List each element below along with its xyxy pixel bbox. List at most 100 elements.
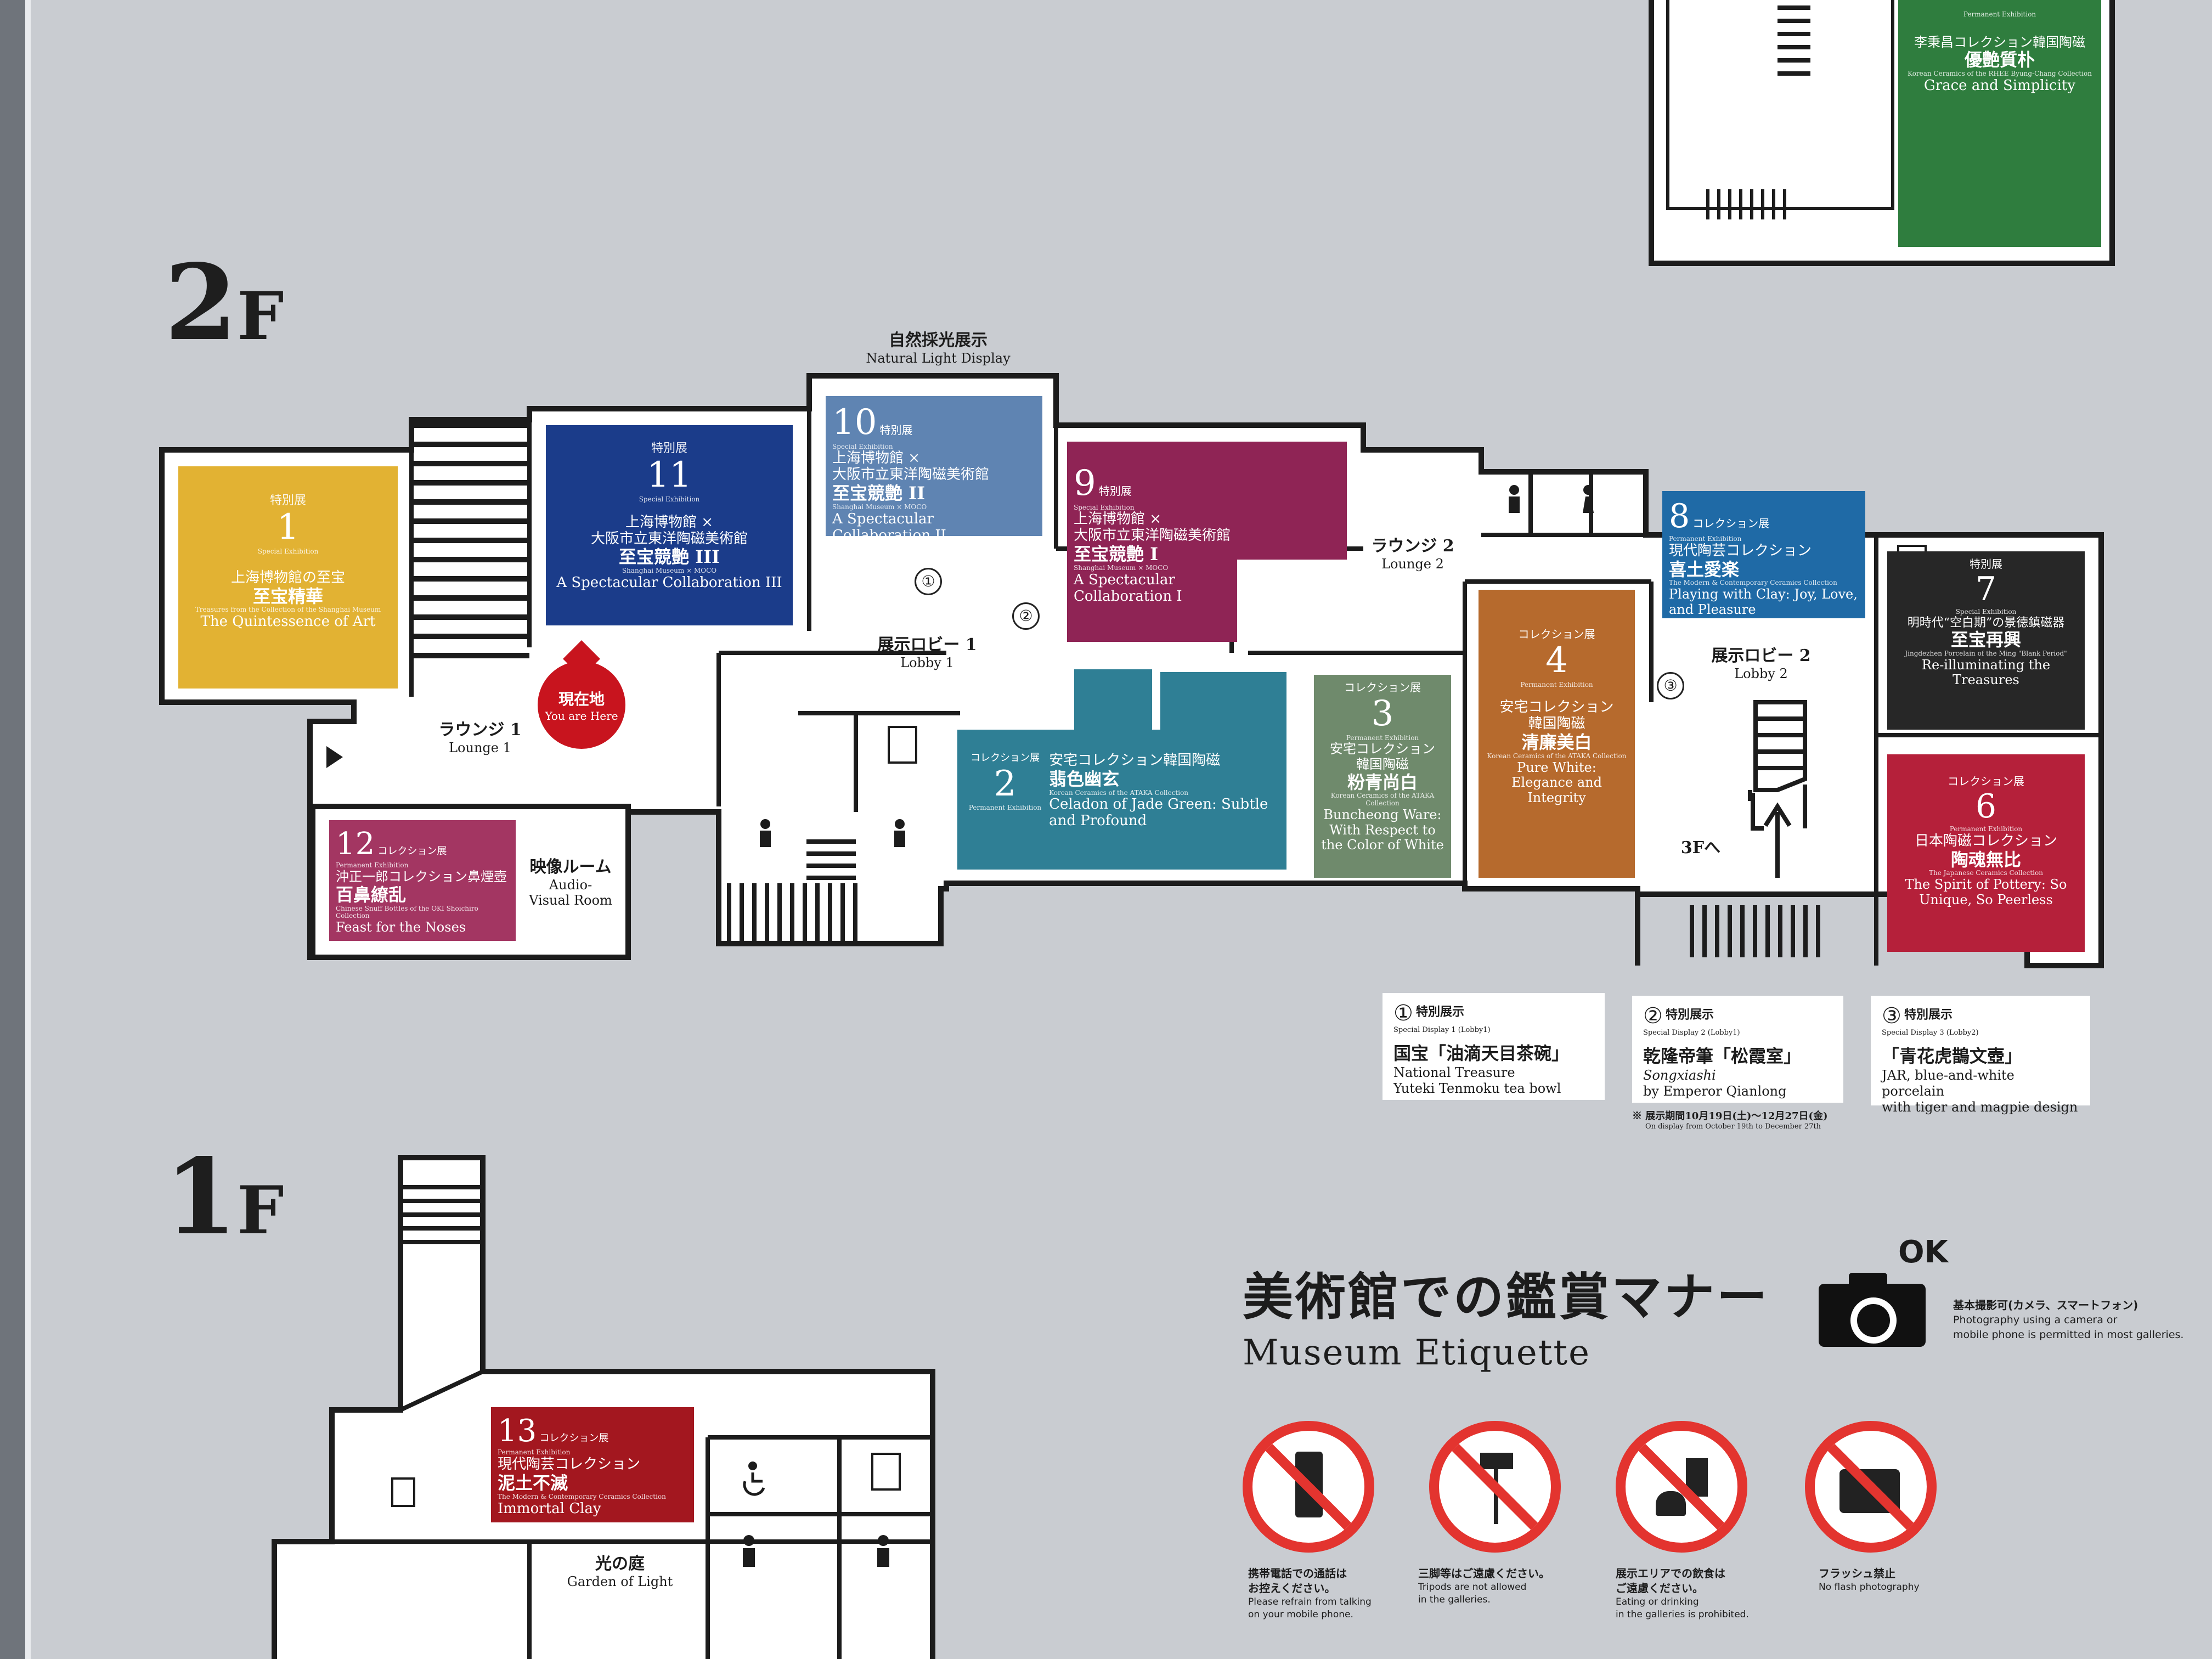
- room-9-tag: 特別展: [1098, 484, 1132, 498]
- room-4-number: 4: [1545, 640, 1568, 681]
- room-10-number: 10: [832, 402, 877, 443]
- room-8[interactable]: 8 コレクション展 Permanent Exhibition 現代陶芸コレクショ…: [1662, 491, 1865, 618]
- room-13-title: 泥土不滅: [498, 1472, 568, 1494]
- room-9-number: 9: [1074, 463, 1096, 504]
- room-11-title: 至宝競艶 III: [618, 546, 720, 568]
- room-12[interactable]: 12 コレクション展 Permanent Exhibition 沖正一郎コレクシ…: [329, 820, 516, 941]
- room-4-jp1: 安宅コレクション: [1499, 699, 1614, 716]
- room-2[interactable]: コレクション展 2 Permanent Exhibition 安宅コレクション韓…: [957, 730, 1286, 870]
- room-11[interactable]: 特別展 11 Special Exhibition 上海博物館 × 大阪市立東洋…: [546, 425, 793, 625]
- room-10-sub: Special Exhibition: [832, 442, 893, 450]
- no-tripod-icon: [1429, 1421, 1561, 1553]
- lounge-2-en: Lounge 2: [1381, 556, 1444, 572]
- card-3-en1: JAR, blue-and-white porcelain: [1882, 1068, 2015, 1099]
- stairs-3f: [1706, 5, 1810, 219]
- room-11-jp2: 大阪市立東洋陶磁美術館: [590, 530, 748, 547]
- room-8-sub: Permanent Exhibition: [1669, 535, 1742, 543]
- floor-label-1f: 1F: [165, 1136, 284, 1258]
- room-10-jp2: 大阪市立東洋陶磁美術館: [832, 466, 990, 483]
- room-10-title: 至宝競艶 II: [832, 483, 926, 504]
- room-3[interactable]: コレクション展 3 Permanent Exhibition 安宅コレクション …: [1314, 675, 1451, 878]
- room-2-upper-left[interactable]: [1074, 669, 1152, 732]
- room-2-jp: 安宅コレクション韓国陶磁: [1049, 752, 1221, 769]
- photo-permitted-text: 基本撮影可(カメラ、スマートフォン) Photography using a c…: [1953, 1297, 2194, 1342]
- room-3f-en: Grace and Simplicity: [1923, 77, 2076, 94]
- display-period-jp: ※ 展示期間10月19日(土)〜12月27日(金): [1632, 1110, 1828, 1122]
- rule-flash-jp1: フラッシュ禁止: [1819, 1567, 1895, 1580]
- card-3-title: 特別展示: [1904, 1007, 1953, 1022]
- special-display-card-1: ① 特別展示 Special Display 1 (Lobby1) 国宝「油滴天…: [1383, 993, 1605, 1100]
- special-display-1-marker[interactable]: ①: [915, 568, 942, 595]
- room-1-tag: 特別展: [269, 494, 306, 507]
- room-13-en: Immortal Clay: [498, 1500, 601, 1517]
- room-4-en: Pure White: Elegance and Integrity: [1511, 759, 1602, 805]
- card-1-en2: Yuteki Tenmoku tea bowl: [1393, 1080, 1561, 1096]
- room-7-title: 至宝再興: [1950, 629, 2021, 651]
- room-2-upper-right[interactable]: [1160, 672, 1286, 732]
- room-8-en-sub: The Modern & Contemporary Ceramics Colle…: [1669, 579, 1837, 587]
- card-1-en1: National Treasure: [1393, 1065, 1515, 1080]
- no-eating-drinking-icon: [1616, 1421, 1747, 1553]
- room-3-number: 3: [1371, 693, 1394, 734]
- wall-edge-highlight: [25, 0, 31, 1659]
- stairs-to-3f: [1748, 700, 1807, 878]
- room-13[interactable]: 13 コレクション展 Permanent Exhibition 現代陶芸コレクシ…: [491, 1407, 694, 1522]
- room-11-number: 11: [647, 455, 692, 496]
- room-4-en-sub: Korean Ceramics of the ATAKA Collection: [1487, 752, 1627, 760]
- room-4-title: 清廉美白: [1521, 732, 1592, 753]
- room-3f-korean-ceramics[interactable]: Permanent Exhibition 李秉昌コレクション韓国陶磁 優艶質朴 …: [1898, 0, 2101, 247]
- room-6-en: The Spirit of Pottery: So Unique, So Pee…: [1905, 877, 2067, 907]
- room-1-en-sub: Treasures from the Collection of the Sha…: [195, 606, 381, 614]
- room-9-en: A Spectacular Collaboration I: [1074, 571, 1182, 605]
- room-9[interactable]: 9 特別展 Special Exhibition 上海博物館 × 大阪市立東洋陶…: [1067, 442, 1347, 642]
- room-6-en-sub: The Japanese Ceramics Collection: [1929, 869, 2043, 877]
- room-13-sub: Permanent Exhibition: [498, 1448, 571, 1457]
- special-display-2-marker[interactable]: ②: [1012, 602, 1040, 630]
- stairs-2f-right: [1690, 905, 1820, 957]
- special-display-3-marker[interactable]: ③: [1657, 672, 1684, 699]
- room-4[interactable]: コレクション展 4 Permanent Exhibition 安宅コレクション …: [1479, 590, 1635, 878]
- stairs-2f-left: [411, 422, 529, 658]
- floor-1f-unit: F: [237, 1172, 284, 1249]
- room-13-en-sub: The Modern & Contemporary Ceramics Colle…: [498, 1492, 666, 1500]
- room-2-tag: コレクション展: [970, 752, 1040, 764]
- room-10[interactable]: 10 特別展 Special Exhibition 上海博物館 × 大阪市立東洋…: [826, 396, 1042, 544]
- room-1-jp: 上海博物館の至宝: [230, 569, 345, 586]
- room-7[interactable]: 特別展 7 Special Exhibition 明時代“空白期”の景徳鎮磁器 …: [1887, 551, 2085, 730]
- card-3-num: ③: [1882, 1003, 1901, 1029]
- room-1[interactable]: 特別展 1 Special Exhibition 上海博物館の至宝 至宝精華 T…: [178, 466, 398, 689]
- room-7-jp: 明時代“空白期”の景徳鎮磁器: [1907, 616, 2065, 630]
- lounge-2-jp: ラウンジ 2: [1371, 537, 1454, 556]
- room-13-jp: 現代陶芸コレクション: [498, 1456, 641, 1473]
- room-3-jp2: 韓国陶磁: [1356, 756, 1409, 772]
- rule-eating-jp2: ご遠慮ください。: [1616, 1582, 1703, 1595]
- lobby-2-jp: 展示ロビー 2: [1711, 646, 1811, 665]
- room-11-sub: Special Exhibition: [639, 495, 700, 503]
- room-9-sub: Special Exhibition: [1074, 503, 1135, 511]
- room-1-title: 至宝精華: [252, 585, 323, 607]
- card-2-num: ②: [1643, 1003, 1663, 1029]
- room-2-en: Celadon of Jade Green: Subtle and Profou…: [1049, 796, 1268, 830]
- room-7-tag: 特別展: [1970, 557, 2002, 571]
- etiquette-heading: 美術館での鑑賞マナー Museum Etiquette: [1243, 1256, 1769, 1373]
- wall-edge: [0, 0, 25, 1659]
- floor-1f-walls: [274, 1369, 933, 1659]
- rule-phone-jp1: 携帯電話での通話は: [1248, 1567, 1347, 1580]
- entrance-arrow: [326, 746, 343, 768]
- room-6[interactable]: コレクション展 6 Permanent Exhibition 日本陶磁コレクショ…: [1887, 754, 2085, 952]
- room-3f-sub: Permanent Exhibition: [1963, 10, 2036, 18]
- photo-permitted-en2: mobile phone is permitted in most galler…: [1953, 1328, 2184, 1341]
- rule-phone-en2: on your mobile phone.: [1248, 1609, 1353, 1620]
- card-3-sub: Special Display 3 (Lobby2): [1882, 1029, 1979, 1037]
- natural-light-jp: 自然採光展示: [889, 331, 988, 350]
- room-7-sub: Special Exhibition: [1955, 608, 2017, 616]
- garden-of-light-label: 光の庭 Garden of Light: [549, 1550, 691, 1589]
- etiquette-rule-tripod: 三脚等はご遠慮ください。 Tripods are not allowed in …: [1418, 1566, 1599, 1606]
- av-room-label: 映像ルーム Audio- Visual Room: [518, 853, 623, 908]
- rule-eating-jp1: 展示エリアでの飲食は: [1616, 1567, 1725, 1580]
- you-are-here-marker: 現在地 You are Here: [538, 640, 625, 749]
- display-period-en: On display from October 19th to December…: [1645, 1122, 1821, 1131]
- rule-tripod-en2: in the galleries.: [1418, 1594, 1491, 1605]
- etiquette-rule-flash: フラッシュ禁止 No flash photography: [1819, 1566, 1994, 1594]
- room-2-en-sub: Korean Ceramics of the ATAKA Collection: [1049, 788, 1189, 797]
